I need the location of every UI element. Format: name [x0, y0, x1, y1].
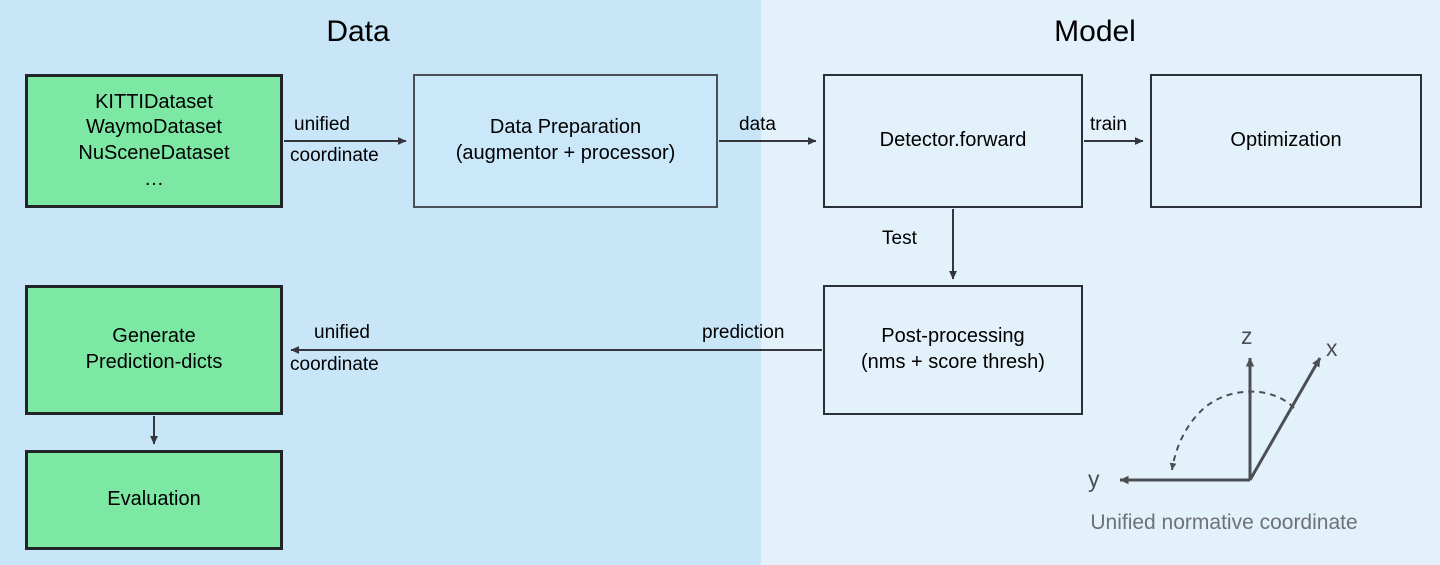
- node-data-preparation[interactable]: Data Preparation (augmentor + processor): [413, 74, 718, 208]
- coordinate-caption: Unified normative coordinate: [1090, 511, 1358, 534]
- node-datasets-label: KITTIDataset WaymoDataset NuSceneDataset…: [78, 90, 230, 190]
- node-detector-forward-label: Detector.forward: [879, 129, 1027, 152]
- section-title-data: Data: [326, 15, 390, 48]
- node-post-processing[interactable]: Post-processing (nms + score thresh): [823, 285, 1083, 415]
- node-evaluation[interactable]: Evaluation: [25, 450, 283, 550]
- axis-label-y: y: [1088, 466, 1100, 492]
- node-optimization[interactable]: Optimization: [1150, 74, 1422, 208]
- edge-label-data: data: [739, 114, 776, 135]
- edge-label-prediction: prediction: [702, 322, 785, 343]
- node-evaluation-label: Evaluation: [107, 488, 201, 511]
- axis-label-z: z: [1241, 323, 1253, 349]
- node-generate-prediction-dicts[interactable]: Generate Prediction-dicts: [25, 285, 283, 415]
- edge-label-test: Test: [882, 228, 917, 249]
- node-post-processing-label: Post-processing (nms + score thresh): [861, 325, 1045, 373]
- edge-label-unified-bottom: unified: [314, 322, 370, 343]
- edge-label-coordinate-top: coordinate: [290, 145, 379, 166]
- edge-label-train: train: [1090, 114, 1127, 135]
- node-datasets[interactable]: KITTIDataset WaymoDataset NuSceneDataset…: [25, 74, 283, 208]
- node-data-preparation-label: Data Preparation (augmentor + processor): [455, 116, 676, 164]
- node-optimization-label: Optimization: [1230, 129, 1342, 152]
- node-generate-prediction-dicts-label: Generate Prediction-dicts: [85, 325, 223, 373]
- axis-label-x: x: [1326, 335, 1338, 361]
- edge-label-coordinate-bottom: coordinate: [290, 354, 379, 375]
- node-detector-forward[interactable]: Detector.forward: [823, 74, 1083, 208]
- section-title-model: Model: [1054, 15, 1136, 48]
- edge-label-unified-top: unified: [294, 114, 350, 135]
